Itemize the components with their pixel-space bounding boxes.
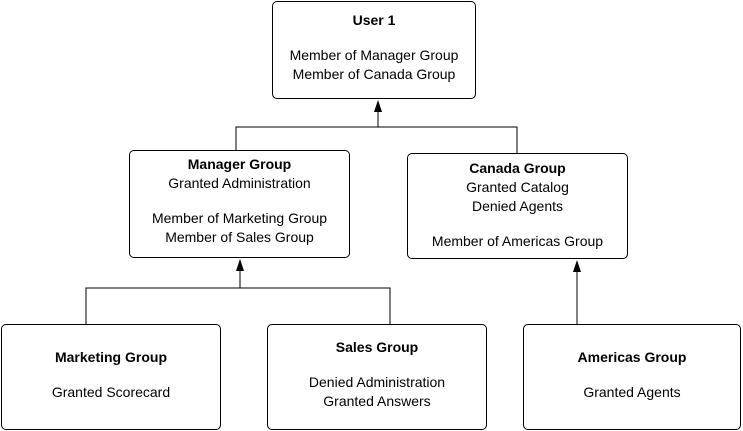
connector-sales-to-manager	[240, 287, 391, 324]
node-marketing-title: Marketing Group	[54, 349, 167, 365]
node-user1: User 1 Member of Manager Group Member of…	[272, 1, 476, 99]
node-canada-group: Canada Group Granted Catalog Denied Agen…	[407, 153, 628, 259]
node-americas-title: Americas Group	[577, 349, 687, 365]
node-canada-permission-granted: Granted Catalog	[466, 179, 569, 195]
node-sales-title: Sales Group	[335, 339, 419, 355]
node-canada-title: Canada Group	[469, 160, 566, 176]
connector-marketing-to-manager	[85, 287, 240, 324]
arrowhead-user1	[374, 100, 382, 112]
node-americas-group: Americas Group Granted Agents	[523, 324, 741, 430]
node-manager-permission: Granted Administration	[168, 175, 311, 191]
node-sales-group: Sales Group Denied Administration Grante…	[267, 324, 487, 430]
arrowhead-manager	[236, 259, 244, 271]
node-user1-title: User 1	[352, 12, 396, 28]
node-sales-permission-granted: Granted Answers	[323, 393, 431, 409]
connector-manager-to-user1	[235, 126, 378, 150]
node-americas-permission: Granted Agents	[583, 384, 681, 400]
connector-canada-to-user1	[378, 126, 518, 153]
node-user1-membership-manager: Member of Manager Group	[289, 47, 459, 63]
node-marketing-group: Marketing Group Granted Scorecard	[1, 324, 221, 430]
node-manager-group: Manager Group Granted Administration Mem…	[129, 150, 350, 258]
node-canada-permission-denied: Denied Agents	[471, 198, 564, 214]
node-marketing-permission: Granted Scorecard	[51, 384, 171, 400]
node-manager-title: Manager Group	[187, 156, 292, 172]
node-user1-membership-canada: Member of Canada Group	[292, 66, 456, 82]
node-sales-permission-denied: Denied Administration	[308, 374, 446, 390]
arrowhead-canada	[573, 260, 581, 272]
node-manager-membership-marketing: Member of Marketing Group	[151, 210, 328, 226]
node-manager-membership-sales: Member of Sales Group	[165, 229, 314, 245]
node-canada-membership-americas: Member of Americas Group	[431, 233, 604, 249]
